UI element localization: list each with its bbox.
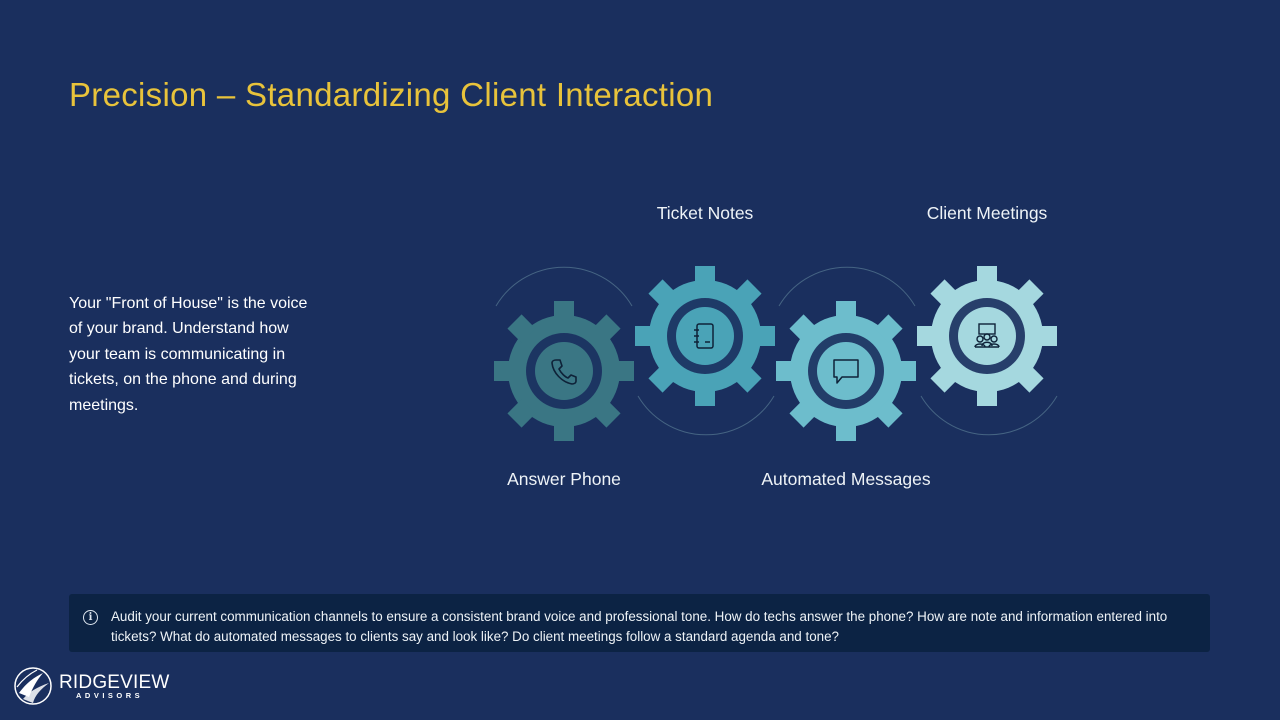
gear-label-ticket-notes: Ticket Notes — [656, 203, 754, 223]
info-icon: i — [83, 610, 98, 625]
gear-ticket-notes — [635, 266, 775, 406]
logo-subtitle: ADVISORS — [76, 691, 144, 700]
info-callout: i Audit your current communication chann… — [69, 594, 1210, 652]
meeting-icon — [974, 323, 1000, 348]
phone-icon — [551, 359, 577, 385]
slide-body-text: Your "Front of House" is the voice of yo… — [69, 295, 308, 414]
gear-client-meetings — [917, 266, 1057, 406]
decorative-arcs — [495, 266, 1058, 436]
notebook-icon — [694, 323, 714, 349]
gear-label-client-meetings: Client Meetings — [926, 203, 1048, 223]
ridgeview-logo-icon — [14, 667, 52, 705]
slide-title: Precision – Standardizing Client Interac… — [69, 76, 714, 113]
gear-automated-messages — [776, 301, 916, 441]
logo-wordmark: RIDGEVIEW — [59, 672, 170, 693]
chat-bubble-icon — [833, 359, 859, 384]
gear-label-automated-messages: Automated Messages — [761, 469, 931, 489]
gear-label-answer-phone: Answer Phone — [507, 469, 621, 489]
callout-text: Audit your current communication channel… — [111, 609, 1168, 644]
gear-answer-phone — [494, 301, 634, 441]
